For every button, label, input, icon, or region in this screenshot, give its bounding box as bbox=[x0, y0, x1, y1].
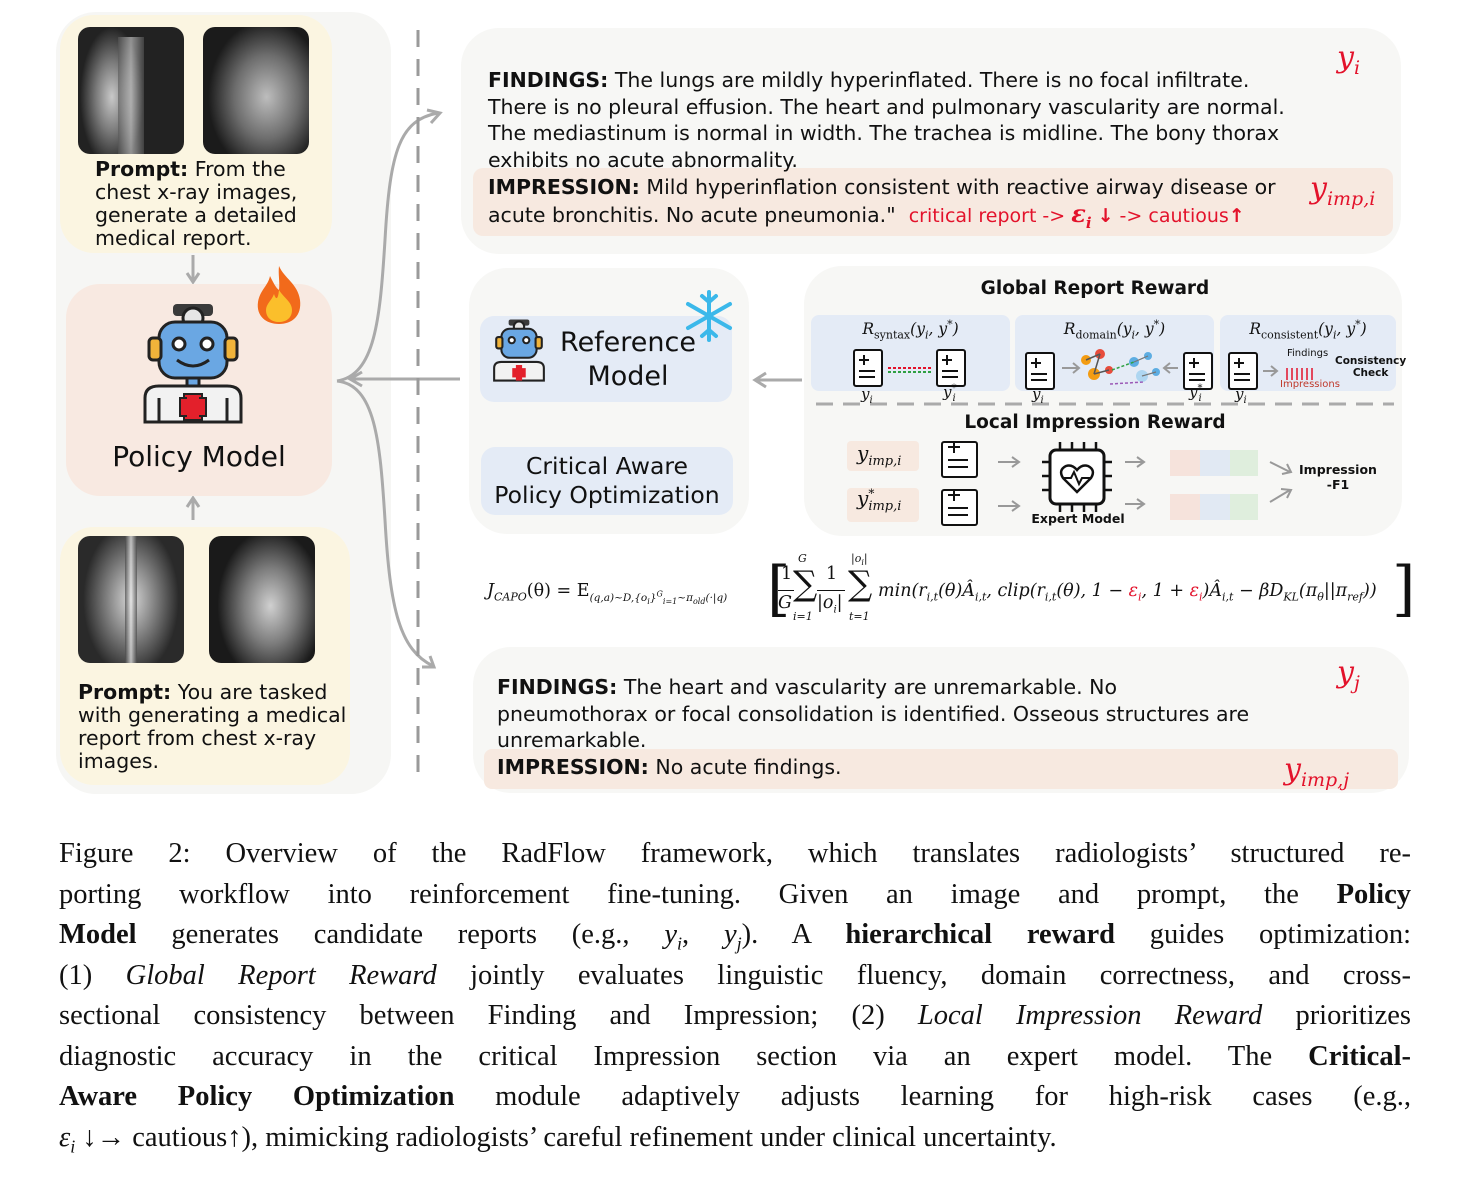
report-j-imp-symbol: yimp,j bbox=[1284, 752, 1349, 791]
report-i-findings-line-4: exhibits no acute abnormality. bbox=[488, 147, 798, 174]
label-y-i: yi bbox=[861, 385, 873, 406]
global-reward-title: Global Report Reward bbox=[804, 278, 1386, 299]
label-y-i: yi bbox=[1235, 385, 1247, 406]
caption-line-6: diagnostic accuracy in the critical Impr… bbox=[59, 1037, 1411, 1078]
prompt-bottom-text: Prompt: You are tasked with generating a… bbox=[78, 681, 346, 773]
reward-to-reference-arrow bbox=[750, 370, 810, 390]
policy-model-label: Policy Model bbox=[66, 440, 332, 473]
capo-objective-equation: JCAPO(θ) = E(q,a)~D,{oi}Gi=1~πold(·|q) [… bbox=[487, 558, 1412, 632]
reference-model-label: Reference Model bbox=[548, 326, 708, 394]
report-i-findings-line-1: FINDINGS: The lungs are mildly hyperinfl… bbox=[488, 67, 1249, 94]
caption-line-2: porting workflow into reinforcement fine… bbox=[59, 875, 1411, 916]
y-imp-i-star-label: y*imp,i bbox=[857, 486, 901, 514]
y-imp-i-label: yimp,i bbox=[857, 441, 901, 469]
label-y-i-star: y*i bbox=[943, 383, 956, 404]
xray-frontal-bottom bbox=[78, 536, 184, 663]
consistency-check-label: Consistency Check bbox=[1335, 355, 1406, 379]
xray-lateral-bottom bbox=[209, 536, 315, 663]
report-i-imp-symbol: yimp,i bbox=[1310, 171, 1375, 210]
caption-line-5: sectional consistency between Finding an… bbox=[59, 996, 1411, 1037]
label-y-i: yi bbox=[1032, 385, 1044, 406]
report-i-impression-line-1: IMPRESSION: Mild hyperinflation consiste… bbox=[488, 174, 1276, 201]
local-reward-title: Local Impression Reward bbox=[804, 412, 1386, 433]
report-i-findings-line-3: The mediastinum is normal in width. The … bbox=[488, 120, 1279, 147]
reference-robot-icon bbox=[490, 318, 548, 382]
impression-f1-label: Impression -F1 bbox=[1298, 462, 1378, 492]
caption-line-8: εi ↓→ cautious↑), mimicking radiologists… bbox=[59, 1118, 1411, 1159]
fire-icon bbox=[254, 264, 304, 326]
figure-caption: Figure 2: Overview of the RadFlow framew… bbox=[59, 834, 1411, 1158]
report-j-findings-line-3: unremarkable. bbox=[497, 727, 646, 754]
report-j-symbol: yj bbox=[1337, 655, 1360, 694]
syntax-reward-formula: Rsyntax(yi, y*) bbox=[811, 318, 1010, 341]
findings-mini-label: Findings bbox=[1287, 348, 1328, 359]
report-j-impression: IMPRESSION: No acute findings. bbox=[497, 754, 842, 781]
label-y-i-star: y*i bbox=[1189, 383, 1202, 404]
caption-line-1: Figure 2: Overview of the RadFlow framew… bbox=[59, 834, 1411, 875]
domain-reward-formula: Rdomain(yi, y*) bbox=[1015, 318, 1214, 341]
report-i-impression-line-2: acute bronchitis. No acute pneumonia." c… bbox=[488, 201, 1245, 236]
caption-line-3: Model generates candidate reports (e.g.,… bbox=[59, 915, 1411, 956]
impressions-mini-label: Impressions bbox=[1280, 379, 1340, 390]
policy-robot-icon bbox=[137, 302, 249, 424]
report-i-findings-line-2: There is no pleural effusion. The heart … bbox=[488, 94, 1285, 121]
caption-line-7: Aware Policy Optimization module adaptiv… bbox=[59, 1077, 1411, 1118]
report-j-findings-line-1: FINDINGS: The heart and vascularity are … bbox=[497, 674, 1117, 701]
capo-label: Critical Aware Policy Optimization bbox=[481, 452, 733, 510]
report-i-symbol: yi bbox=[1337, 40, 1360, 79]
caption-line-4: (1) Global Report Reward jointly evaluat… bbox=[59, 956, 1411, 997]
report-j-findings-line-2: pneumothorax or focal consolidation is i… bbox=[497, 701, 1249, 728]
expert-model-label: Expert Model bbox=[1030, 511, 1126, 526]
consistent-reward-formula: Rconsistent(yi, y*) bbox=[1220, 318, 1396, 341]
